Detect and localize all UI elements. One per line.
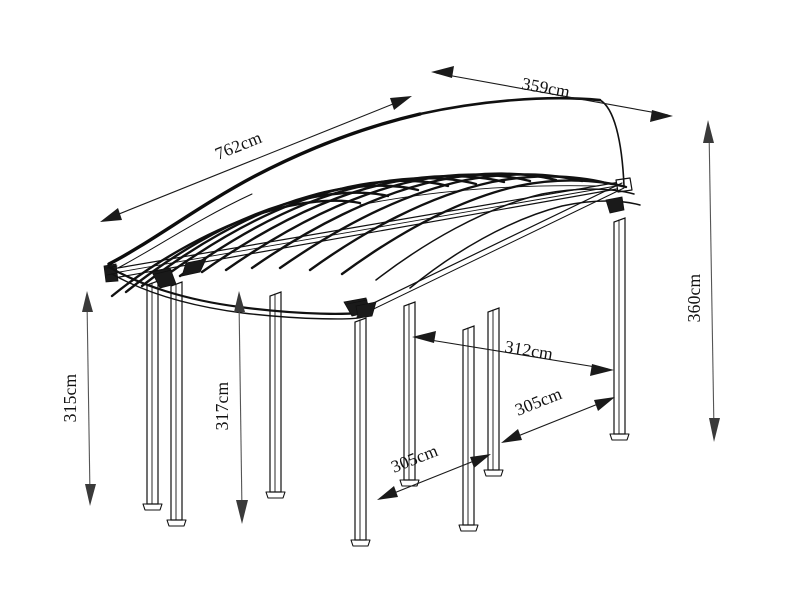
arrowhead-305-front-start: [377, 486, 398, 500]
arrowhead-317-top: [234, 291, 245, 312]
arrowhead-305-rear-end: [594, 397, 615, 411]
arrowhead-315-top: [82, 291, 93, 312]
dimension-height-360: 360cm: [684, 120, 720, 442]
dimension-line-762: [103, 97, 409, 221]
dimension-line-360: [708, 127, 715, 433]
dimension-line-305-front: [383, 456, 485, 498]
arrowhead-315-bottom: [85, 484, 96, 506]
gutter-beam-far: [354, 182, 625, 318]
roof-ribs: [110, 172, 641, 298]
post-far-4: [483, 307, 504, 477]
dimension-line-315: [86, 299, 91, 497]
arrowhead-359-end: [650, 110, 673, 122]
post-near-2: [350, 317, 371, 547]
arrowhead-312-start: [412, 331, 436, 343]
post-near-3: [458, 325, 479, 532]
dimension-line-359: [435, 72, 669, 116]
dimension-label-360: 360cm: [684, 274, 704, 323]
arrowhead-305-front-end: [470, 454, 491, 468]
arrowhead-359-start: [431, 66, 454, 78]
carport-structure: [103, 96, 641, 547]
arrowhead-312-end: [590, 364, 614, 376]
post-far-3: [399, 301, 420, 487]
arrowhead-360-top: [703, 120, 714, 143]
post-far-2: [265, 291, 286, 499]
arrowhead-360-bottom: [709, 418, 720, 442]
post-near-4: [609, 217, 630, 441]
post-brackets: [151, 196, 625, 319]
post-group-near: [166, 217, 630, 547]
arrowhead-762-end: [390, 96, 412, 110]
dimension-height-317: 317cm: [212, 291, 248, 524]
dimension-label-317: 317cm: [212, 382, 232, 431]
arrowhead-317-bottom: [236, 500, 248, 524]
post-far-1: [142, 280, 163, 511]
post-near-1: [166, 281, 187, 527]
post-group-far: [142, 280, 504, 511]
arrowhead-305-rear-start: [501, 429, 522, 443]
dimension-label-315: 315cm: [60, 374, 80, 423]
dimension-line-305-rear: [507, 399, 609, 441]
dimension-line-317: [238, 299, 243, 513]
roof-arch-assembly: [107, 96, 641, 320]
dimension-span-312: 312cm: [412, 331, 614, 376]
dimension-line-312: [417, 337, 609, 370]
gutter-beam-near: [103, 177, 633, 283]
arrowhead-762-start: [100, 208, 122, 222]
dimension-height-315: 315cm: [60, 291, 96, 506]
